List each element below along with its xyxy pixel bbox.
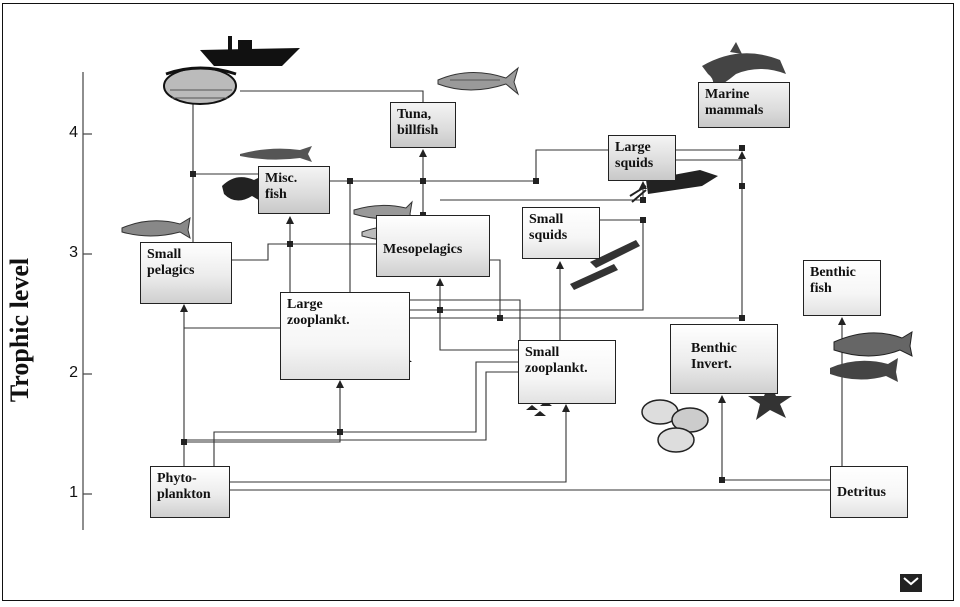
node-benthic-fish: Benthic fish	[803, 260, 881, 316]
large-squid-icon	[629, 170, 718, 203]
y-axis-label: Trophic level	[5, 257, 34, 403]
flow-misc-to-tuna	[330, 149, 608, 182]
node-detritus: Detritus	[830, 466, 908, 518]
tick-label-2: 2	[69, 364, 78, 381]
small-pelagic-fish-icon	[121, 217, 191, 240]
dolphin-icon	[702, 42, 786, 90]
tuna-icon	[437, 66, 520, 96]
node-small-zooplankt: Small zooplankt.	[518, 340, 616, 404]
flow-large-zoo-right	[410, 220, 644, 311]
flow-small-zoo-up-2	[184, 371, 520, 441]
node-tuna-billfish: Tuna, billfish	[390, 102, 456, 148]
flow-fishery-to-tuna	[240, 90, 424, 102]
tick-label-4: 4	[69, 124, 78, 141]
small-squid-icon	[570, 240, 640, 290]
fishing-boat-icon	[163, 36, 300, 105]
flow-large-zoo-to-meso	[410, 299, 521, 340]
benthic-fish-icon	[830, 331, 913, 382]
starfish-icon	[748, 382, 792, 420]
node-phytoplankton: Phyto- plankton	[150, 466, 230, 518]
node-mesopelagics: Mesopelagics	[376, 215, 490, 277]
node-large-squids: Large squids	[608, 135, 676, 181]
node-misc-fish: Misc. fish	[258, 166, 330, 214]
node-small-squids: Small squids	[522, 207, 600, 259]
junction-dots	[181, 145, 745, 483]
flow-phyto-to-large-zoo	[184, 380, 344, 443]
flow-large-squids-to-mammals	[676, 159, 743, 186]
clam-icon	[641, 399, 709, 453]
node-marine-mammals: Marine mammals	[698, 82, 790, 128]
tick-label-3: 3	[69, 244, 78, 261]
flow-phyto-to-small-zoo	[230, 404, 570, 483]
node-small-pelagics: Small pelagics	[140, 242, 232, 304]
corner-logo-icon	[900, 574, 922, 592]
misc-fish-icon	[222, 146, 312, 202]
flow-small-zoo-up	[213, 361, 520, 466]
flow-meso-right	[490, 259, 501, 318]
tick-label-1: 1	[69, 484, 78, 501]
flow-pelagics-to-misc	[232, 243, 380, 261]
flow-meso-to-large-squid	[440, 181, 647, 201]
flow-small-zoo-to-meso	[436, 278, 520, 351]
node-large-zooplankt: Large zooplankt.	[280, 292, 410, 380]
node-benthic-invert: Benthic Invert.	[670, 324, 778, 394]
